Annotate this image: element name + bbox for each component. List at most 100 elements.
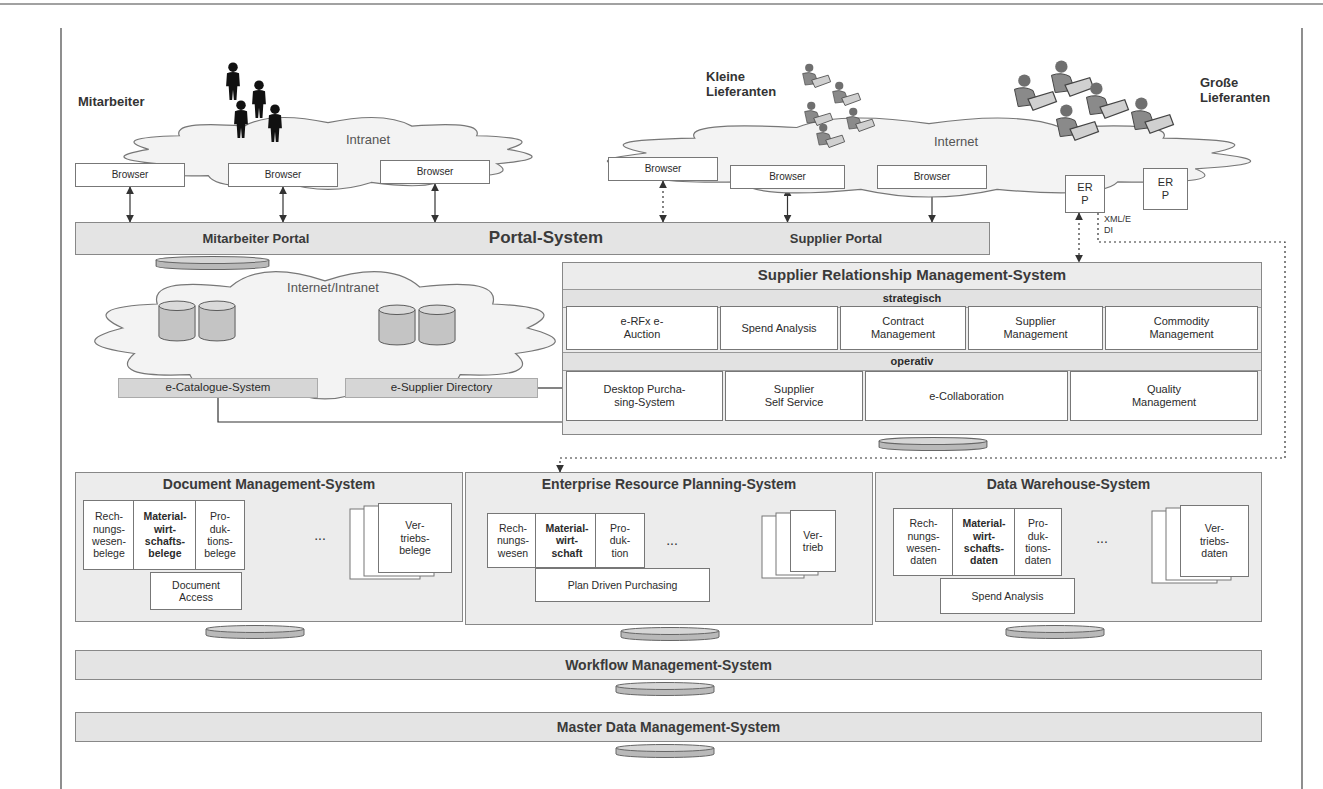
module-box: Rech- nungs- wesen- belege	[83, 500, 135, 570]
database-symbol	[379, 305, 415, 345]
connector	[538, 387, 562, 388]
erp-box: ER P	[1143, 168, 1188, 210]
edge-label: XML/E DI	[1104, 214, 1136, 236]
connector	[129, 187, 130, 222]
node-text: Pro- duk- tions- daten	[1018, 517, 1058, 567]
system-box: Enterprise Resource Planning-SystemRech-…	[465, 472, 873, 625]
module-box: Pro- duk- tion	[595, 513, 645, 568]
node-text: Material- wirt- schaft	[539, 522, 595, 559]
supplier-icon	[1051, 60, 1093, 96]
node-text: e-Supplier Directory	[391, 381, 493, 395]
person-icon	[252, 80, 266, 118]
module-box: Material- wirt- schaft	[535, 513, 599, 568]
person-icon	[268, 104, 282, 142]
module-box: Spend Analysis	[940, 578, 1075, 614]
supplier-icon	[803, 64, 831, 88]
system-label: e-Catalogue-System	[118, 378, 318, 398]
browser-box: Browser	[608, 157, 718, 181]
connector	[434, 184, 435, 222]
ellipsis-mark: ...	[1080, 530, 1124, 546]
node-text: Browser	[265, 169, 302, 181]
database-symbol	[206, 626, 304, 639]
node-text: Rech- nungs- wesen	[491, 522, 535, 559]
node-text: Internet/Intranet	[258, 280, 408, 295]
node-text: Pro- duk- tions- belege	[199, 510, 241, 560]
module-box: Rech- nungs- wesen- daten	[893, 508, 954, 576]
supplier-icon	[805, 102, 833, 126]
database-symbol	[1006, 626, 1104, 639]
browser-box: Browser	[380, 160, 490, 184]
node-text: Spend Analysis	[968, 590, 1048, 602]
system-box: Document Management-SystemRech- nungs- w…	[75, 472, 463, 622]
system-label: e-Supplier Directory	[345, 378, 538, 398]
supplier-icon	[1131, 97, 1173, 133]
module-box: Supplier Self Service	[725, 371, 863, 421]
node-text: Intranet	[323, 132, 413, 147]
node-text: Spend Analysis	[741, 322, 816, 335]
node-text: Browser	[769, 171, 806, 183]
module-box: Ver- triebs- belege	[378, 503, 452, 573]
node-text: Browser	[914, 171, 951, 183]
database-symbol	[879, 438, 987, 451]
node-text: Supplier Self Service	[765, 383, 824, 409]
page-sheet	[364, 506, 434, 576]
browser-box: Browser	[877, 165, 987, 189]
node-text: Master Data Management-System	[557, 719, 780, 736]
node-text: Supplier Relationship Management-System	[758, 266, 1066, 284]
browser-box: Browser	[75, 163, 185, 187]
person-icon	[234, 100, 248, 138]
module-box: Contract Management	[840, 306, 966, 350]
page-sheet	[762, 516, 804, 578]
page-sheet	[1152, 511, 1217, 583]
layer-band: operativ	[563, 352, 1261, 371]
node-text: e-Collaboration	[929, 390, 1004, 403]
node-text: Mitarbeiter Portal	[156, 231, 356, 246]
connector	[662, 181, 663, 222]
system-box: Supplier Relationship Management-Systems…	[562, 262, 1262, 435]
frame-line	[60, 28, 61, 789]
ellipsis-mark: ...	[298, 527, 342, 543]
page-sheet	[1166, 508, 1231, 580]
node-text: Desktop Purcha- sing-System	[595, 383, 695, 409]
module-box: Plan Driven Purchasing	[535, 568, 710, 602]
erp-box: ER P	[1065, 175, 1105, 213]
system-box: Data Warehouse-SystemRech- nungs- wesen-…	[875, 472, 1262, 622]
node-text: Supplier Management	[996, 315, 1076, 341]
module-box: Material- wirt- schafts- belege	[133, 500, 197, 570]
person-icon	[226, 62, 240, 100]
supplier-icon	[817, 124, 845, 148]
database-symbol	[616, 745, 714, 758]
browser-box: Browser	[228, 163, 338, 187]
module-box: e-Collaboration	[865, 371, 1068, 421]
module-box: Pro- duk- tions- belege	[195, 500, 245, 570]
node-text: Material- wirt- schafts- daten	[956, 517, 1012, 567]
supplier-icon	[1014, 74, 1056, 110]
supplier-icon	[833, 82, 861, 106]
page-sheet	[350, 509, 420, 579]
node-text: Rech- nungs- wesen- daten	[897, 517, 950, 567]
node-text: Supplier Portal	[741, 231, 931, 246]
database-symbol	[156, 257, 269, 270]
node-text: Ver- trieb	[794, 529, 832, 554]
node-text: Plan Driven Purchasing	[563, 579, 683, 591]
module-box: Supplier Management	[968, 306, 1103, 350]
database-symbol	[616, 683, 714, 696]
ellipsis-mark: ...	[650, 532, 694, 548]
node-text: Document Management-System	[163, 476, 375, 493]
supplier-icon	[1056, 104, 1098, 140]
node-text: Portal-System	[431, 228, 661, 248]
connector	[218, 398, 562, 422]
supplier-icon	[847, 108, 875, 132]
group-label: Kleine Lieferanten	[706, 70, 796, 100]
node-text: operativ	[891, 355, 934, 368]
module-box: Desktop Purcha- sing-System	[566, 371, 723, 421]
node-text: Enterprise Resource Planning-System	[542, 476, 796, 493]
node-text: e-Catalogue-System	[166, 381, 271, 395]
frame-line	[1301, 28, 1302, 789]
system-band: Master Data Management-System	[75, 712, 1262, 742]
node-text: Ver- triebs- belege	[382, 519, 448, 556]
node-text: Ver- triebs- daten	[1184, 522, 1245, 559]
module-box: Ver- trieb	[790, 510, 836, 572]
supplier-icon	[1086, 82, 1128, 118]
frame-line	[0, 3, 1323, 4]
